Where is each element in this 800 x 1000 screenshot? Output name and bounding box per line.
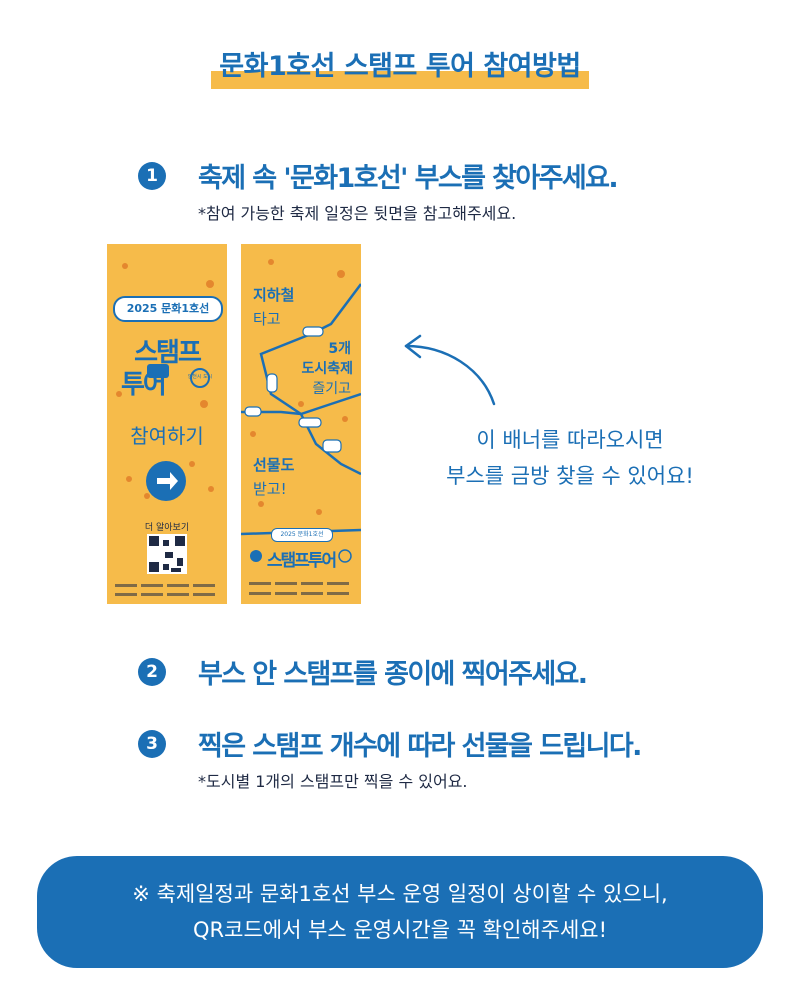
step-2-title: 부스 안 스탬프를 종이에 찍어주세요.: [198, 659, 588, 690]
banner-left-title-1: 스탬프: [134, 338, 202, 368]
banner-left-title-2: 투어: [121, 370, 167, 400]
step-number-2: 2: [138, 658, 166, 686]
banner-right-text-6: 선물도: [253, 456, 295, 474]
banner-image-left: 2025 문화1호선 스탬프 투어 인천시 도시 참여하기 더 알아보기: [107, 244, 227, 604]
banner-right-text-5: 즐기고: [312, 381, 351, 397]
banner-callout: 이 배너를 따라오시면 부스를 금방 찾을 수 있어요!: [400, 422, 740, 494]
banner-left-seal: 인천시 도시: [187, 374, 213, 380]
banner-left-qr-label: 더 알아보기: [144, 523, 190, 533]
step-1-note: *참여 가능한 축제 일정은 뒷면을 참고해주세요.: [198, 204, 517, 223]
banner-left-decoration: [115, 263, 215, 596]
notice-line-1: ※ 축제일정과 문화1호선 부스 운영 일정이 상이할 수 있으니,: [132, 882, 668, 906]
banner-right-text-7: 받고!: [253, 480, 287, 498]
banner-right-badge: 2025 문화1호선: [271, 528, 333, 542]
banner-image-right: 지하철 타고 5개 도시축제 즐기고 선물도 받고! 2025 문화1호선 스탬…: [241, 244, 361, 604]
notice-line-2: QR코드에서 부스 운영시간을 꼭 확인해주세요!: [193, 918, 607, 942]
step-number-1: 1: [138, 162, 166, 190]
callout-line-1: 이 배너를 따라오시면: [476, 428, 664, 452]
step-3-note: *도시별 1개의 스탬프만 찍을 수 있어요.: [198, 772, 468, 791]
banner-right-text-1: 지하철: [253, 286, 295, 304]
page-title-wrap: 문화1호선 스탬프 투어 참여방법: [0, 44, 800, 89]
page-title: 문화1호선 스탬프 투어 참여방법: [211, 44, 590, 89]
step-number-3: 3: [138, 730, 166, 758]
step-3-title: 찍은 스탬프 개수에 따라 선물을 드립니다.: [198, 731, 642, 762]
curved-arrow-icon: [404, 334, 496, 406]
banner-right-text-2: 타고: [253, 310, 281, 328]
banner-left-badge: 2025 문화1호선: [113, 296, 223, 322]
banner-right-text-4: 도시축제: [301, 361, 353, 377]
banner-right-text-3: 5개: [328, 341, 351, 357]
banner-left-cta: 참여하기: [130, 424, 204, 448]
callout-line-2: 부스를 금방 찾을 수 있어요!: [446, 464, 694, 488]
notice-box: ※ 축제일정과 문화1호선 부스 운영 일정이 상이할 수 있으니, QR코드에…: [37, 856, 763, 968]
banner-right-logo: 스탬프투어: [266, 551, 337, 571]
step-1-title: 축제 속 '문화1호선' 부스를 찾아주세요.: [198, 163, 619, 194]
